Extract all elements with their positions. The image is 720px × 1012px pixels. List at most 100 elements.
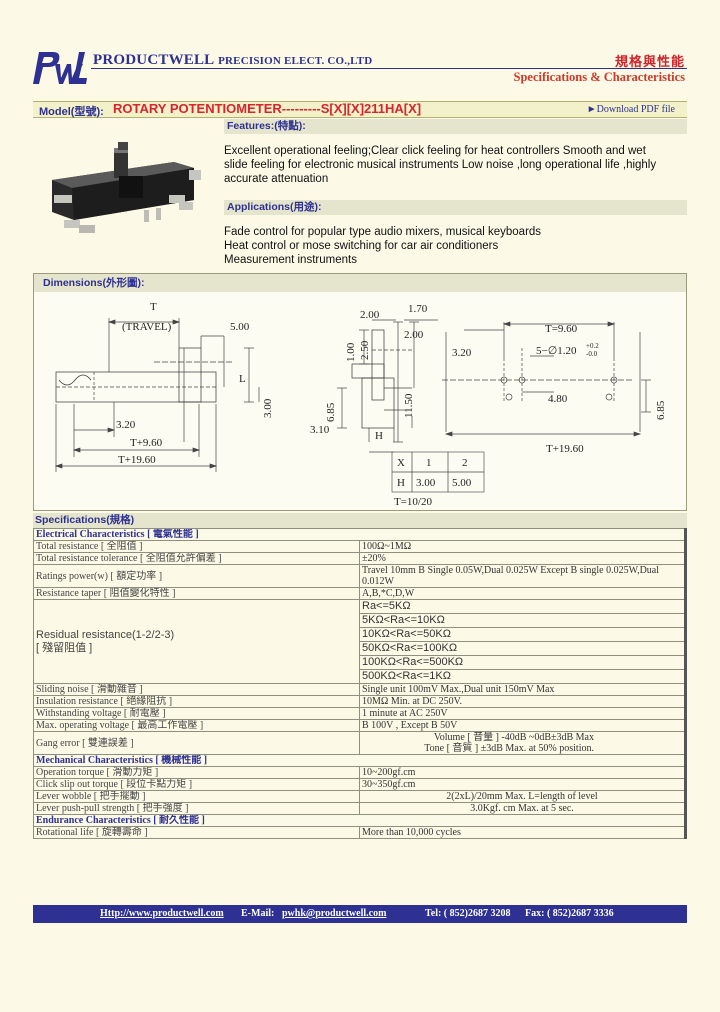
spec-value: Travel 10mm B Single 0.05W,Dual 0.025W E… xyxy=(359,564,686,588)
spec-key: Rotational life [ 旋轉壽命 ] xyxy=(33,826,360,839)
spec-value: A,B,*C,D,W xyxy=(359,587,686,600)
table-row: Ratings power(w) [ 額定功率 ] Travel 10mm B … xyxy=(33,564,686,588)
xh-row-1: 3.00 xyxy=(416,477,436,489)
dim-t960: T+9.60 xyxy=(130,437,163,449)
xh-head-x: X xyxy=(397,457,405,469)
spec-key: Lever wobble [ 把手擺動 ] xyxy=(33,790,360,803)
applications-heading: Applications(用途): xyxy=(224,200,687,215)
dim-r-t960: T=9.60 xyxy=(545,323,578,335)
gang-volume: Volume [ 音量 ] -40dB ~0dB±3dB Max xyxy=(433,732,594,744)
dim-h: H xyxy=(375,430,383,442)
dimension-drawing: T (TRAVEL) 5.00 L 3.00 3.20 T+9.60 T+19.… xyxy=(54,301,667,508)
xh-table: X 1 2 H 3.00 5.00 T=10/20 xyxy=(391,451,485,508)
mechanical-heading: Mechanical Characteristics [ 機械性能 ] xyxy=(33,754,686,767)
gang-tone: Tone [ 音質 ] ±3dB Max. at 50% position. xyxy=(424,743,594,754)
dim-r-hole: 5−∅1.20 xyxy=(536,345,577,357)
fax-text: Fax: ( 852)2687 3336 xyxy=(525,908,614,919)
features-line: accurate attenuation xyxy=(224,173,329,185)
dim-travel: (TRAVEL) xyxy=(122,321,172,333)
spec-key: Lever push-pull strength [ 把手強度 ] xyxy=(33,802,360,815)
front-view-labels: T (TRAVEL) 5.00 L 3.00 3.20 T+9.60 T+19.… xyxy=(116,301,274,466)
spec-table: Electrical Characteristics [ 電氣性能 ] Tota… xyxy=(33,528,687,839)
spec-value: 30~350gf.cm xyxy=(359,778,686,791)
side-view: 2.00 1.70 1.00 2.50 2.00 6.85 11.50 3.10… xyxy=(310,303,438,453)
website-link[interactable]: Http://www.productwell.com xyxy=(100,908,224,919)
specifications-heading: Specifications(規格) xyxy=(33,513,687,528)
page-header: PRODUCTWELL PRECISION ELECT. CO.,LTD 規格與… xyxy=(33,46,687,96)
table-row: Insulation resistance [ 絕緣阻抗 ] 10MΩ Min.… xyxy=(33,695,686,708)
dim-170: 1.70 xyxy=(408,303,428,315)
spec-key: Gang error [ 雙連誤差 ] xyxy=(33,731,360,755)
header-rule xyxy=(91,68,687,69)
dim-r-480: 4.80 xyxy=(548,393,568,405)
dim-1150: 11.50 xyxy=(403,393,415,418)
dim-100: 1.00 xyxy=(345,342,357,362)
dim-310: 3.10 xyxy=(310,424,330,436)
dim-320: 3.20 xyxy=(116,419,136,431)
xh-row-h: H xyxy=(397,477,405,489)
table-row: Total resistance tolerance [ 全阻值允許偏差 ] ±… xyxy=(33,552,686,565)
dim-r-tol-up: +0.2 xyxy=(586,342,599,350)
residual-key-en: Residual resistance(1-2/2-3) xyxy=(36,628,175,641)
applications-line: Fade control for popular type audio mixe… xyxy=(224,226,542,238)
table-row: Mechanical Characteristics [ 機械性能 ] xyxy=(33,754,686,767)
dimensions-heading: Dimensions(外形圖): xyxy=(34,274,686,292)
spec-value: More than 10,000 cycles xyxy=(359,826,686,839)
product-photo xyxy=(52,142,201,233)
features-text: Excellent operational feeling;Clear clic… xyxy=(224,144,656,186)
spec-value: ±20% xyxy=(359,552,686,565)
cn-title: 規格與性能 xyxy=(614,55,685,70)
features-heading: Features:(特點): xyxy=(224,119,687,134)
table-row: Lever push-pull strength [ 把手強度 ] 3.0Kgf… xyxy=(33,802,686,815)
endurance-heading: Endurance Characteristics [ 耐久性能 ] xyxy=(33,814,686,827)
spec-value: Single unit 100mV Max.,Dual unit 150mV M… xyxy=(359,683,686,696)
spec-value: 100Ω~1MΩ xyxy=(359,540,686,553)
model-label: Model(型號): xyxy=(39,106,104,118)
applications-text: Fade control for popular type audio mixe… xyxy=(224,225,541,267)
dim-t10-20: T=10/20 xyxy=(394,496,432,508)
xh-row-2: 5.00 xyxy=(452,477,472,489)
dimensions-panel: Dimensions(外形圖): xyxy=(33,273,687,511)
table-row: Sliding noise [ 滑動雜音 ] Single unit 100mV… xyxy=(33,683,686,696)
gang-value: Volume [ 音量 ] -40dB ~0dB±3dB Max Tone [ … xyxy=(359,731,686,755)
download-pdf-link[interactable]: ►Download PDF file xyxy=(586,104,675,115)
table-row: Electrical Characteristics [ 電氣性能 ] xyxy=(33,528,686,541)
email-link[interactable]: pwhk@productwell.com xyxy=(282,908,387,919)
company-name-main: PRODUCTWELL xyxy=(93,52,215,68)
dim-250: 2.50 xyxy=(359,340,371,360)
table-row: Max. operating voltage [ 最高工作電壓 ] B 100V… xyxy=(33,719,686,732)
dim-t: T xyxy=(150,301,157,313)
front-view: T (TRAVEL) 5.00 L 3.00 3.20 T+9.60 T+19.… xyxy=(54,301,274,472)
applications-line: Measurement instruments xyxy=(224,254,357,266)
dim-t1960: T+19.60 xyxy=(118,454,156,466)
dim-500: 5.00 xyxy=(230,321,250,333)
spec-title: Specifications & Characteristics xyxy=(513,70,686,84)
dim-r-320: 3.20 xyxy=(452,347,472,359)
spec-key: Sliding noise [ 滑動雜音 ] xyxy=(33,683,360,696)
table-row: Resistance taper [ 阻值變化特性 ] A,B,*C,D,W xyxy=(33,587,686,600)
model-name: ROTARY POTENTIOMETER---------S[X][X]211H… xyxy=(113,101,422,116)
residual-value: 500KΩ<Ra<=1KΩ xyxy=(359,669,686,684)
xh-head-2: 2 xyxy=(462,457,468,469)
xh-head-1: 1 xyxy=(426,457,432,469)
spec-key: Resistance taper [ 阻值變化特性 ] xyxy=(33,587,360,600)
spec-key: Max. operating voltage [ 最高工作電壓 ] xyxy=(33,719,360,732)
table-row: Endurance Characteristics [ 耐久性能 ] xyxy=(33,814,686,827)
spec-key: Total resistance tolerance [ 全阻值允許偏差 ] xyxy=(33,552,360,565)
spec-key: Click slip out torque [ 段位卡點力矩 ] xyxy=(33,778,360,791)
residual-value: 10KΩ<Ra<=50KΩ xyxy=(359,627,686,642)
dim-l: L xyxy=(239,373,246,385)
side-view-labels: 2.00 1.70 1.00 2.50 2.00 6.85 11.50 3.10… xyxy=(310,303,428,442)
residual-key-cn: [ 殘留阻值 ] xyxy=(36,641,93,654)
dim-r-t1960: T+19.60 xyxy=(546,443,584,455)
spec-key: Total resistance [ 全阻值 ] xyxy=(33,540,360,553)
table-row: Click slip out torque [ 段位卡點力矩 ] 30~350g… xyxy=(33,778,686,791)
spec-value: 3.0Kgf. cm Max. at 5 sec. xyxy=(359,802,686,815)
features-line: slide feeling for electronic musical ins… xyxy=(224,159,657,171)
table-row: Total resistance [ 全阻值 ] 100Ω~1MΩ xyxy=(33,540,686,553)
tel-text: Tel: ( 852)2687 3208 xyxy=(425,908,511,919)
spec-key: Insulation resistance [ 絕緣阻抗 ] xyxy=(33,695,360,708)
dim-300: 3.00 xyxy=(262,398,274,418)
table-row: Withstanding voltage [ 耐電壓 ] 1 minute at… xyxy=(33,707,686,720)
dim-r-tol-dn: -0.0 xyxy=(586,350,598,358)
